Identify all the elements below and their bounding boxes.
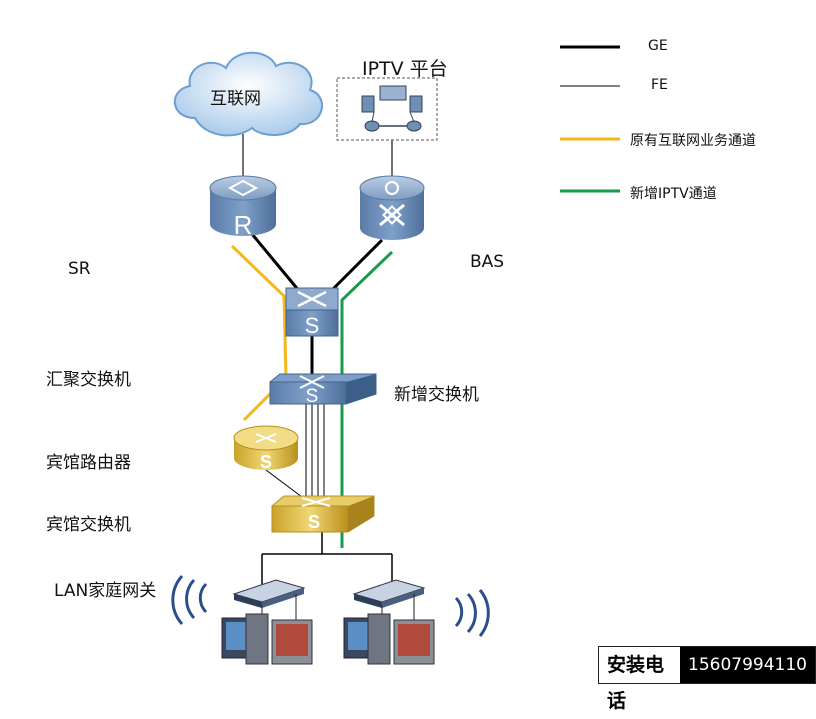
legend-fe-label: FE [651,77,668,93]
original-channel-path [230,244,288,422]
legend-new-label: 新增IPTV通道 [630,186,717,202]
link-bas-agg [328,238,384,294]
contact-banner: 安装电话 15607994110 [598,646,816,712]
legend-ge-label: GE [648,38,668,54]
hotel-switch-glyph: S [308,512,320,532]
label-internet: 互联网 [210,89,261,109]
bas-icon [359,175,425,240]
label-bas: BAS [470,252,505,272]
label-new-switch: 新增交换机 [394,385,479,405]
label-hotel-switch: 宾馆交换机 [46,515,131,535]
router-icon [209,175,277,236]
contact-phone: 15607994110 [680,647,815,683]
link-router-hotelswitch [265,469,307,501]
label-lan-gateway: LAN家庭网关 [54,581,157,601]
hotel-router-glyph: S [260,452,272,472]
iptv-platform-icon [336,77,438,141]
wifi-icon-right [454,589,490,637]
wifi-icon [171,575,208,625]
hotel-switch-icon [271,495,375,533]
switch-icon [285,287,339,337]
cloud-icon [173,51,323,137]
legend-original-label: 原有互联网业务通道 [630,133,756,149]
label-sr: SR [68,259,91,279]
agg-switch-glyph: S [305,313,320,338]
router-glyph: R [234,210,253,240]
new-channel-path [340,250,394,548]
link-sr-agg [250,233,302,293]
label-aggregation-switch: 汇聚交换机 [46,370,131,390]
pc-icon [221,579,313,665]
label-hotel-router: 宾馆路由器 [46,453,131,473]
contact-label: 安装电话 [599,647,681,712]
network-topology-diagram: R S S S S [171,45,620,665]
new-switch-icon [269,373,377,405]
new-switch-glyph: S [306,386,319,407]
hotel-router-icon [233,425,299,470]
pc-icon-right [343,579,435,665]
label-iptv-platform: IPTV 平台 [362,58,448,80]
